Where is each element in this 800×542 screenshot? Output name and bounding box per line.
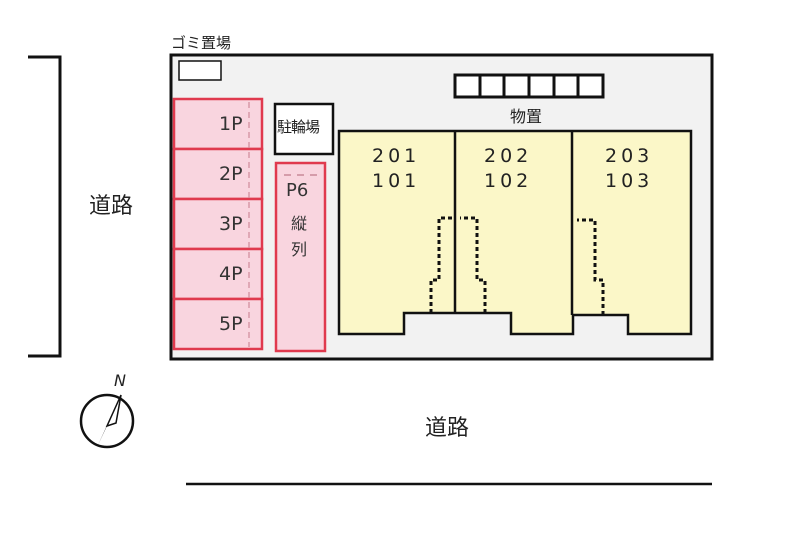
parking-p6-note-1: 縦 [291,214,308,233]
parking-spaces [172,97,264,351]
storage-sheds [453,73,605,99]
storage-label: 物置 [510,107,543,126]
compass-north-label: N [114,371,126,390]
garbage-box [178,60,222,81]
west-road-label: 道路 [89,194,134,219]
parking-label-1p: 1P [219,113,243,135]
parking-p6-note-2: 列 [291,240,308,259]
parking-p6-box [274,161,327,353]
unit-203-label: 203 [605,145,654,167]
bicycle-parking-box [273,102,335,156]
unit-101-label: 101 [372,170,421,192]
garbage-label: ゴミ置場 [171,34,232,52]
compass-icon [79,393,135,449]
south-road-label: 道路 [425,416,470,441]
parking-p6-label: P6 [286,180,309,201]
unit-202-label: 202 [484,145,533,167]
unit-201-label: 201 [372,145,421,167]
unit-102-label: 102 [484,170,533,192]
west-road-bracket [28,55,62,358]
parking-label-3p: 3P [219,213,243,235]
parking-label-5p: 5P [219,313,243,335]
parking-label-4p: 4P [219,263,243,285]
unit-103-label: 103 [605,170,654,192]
bicycle-parking-label: 駐輪場 [277,118,320,136]
parking-label-2p: 2P [219,163,243,185]
apartment-building [337,129,693,336]
